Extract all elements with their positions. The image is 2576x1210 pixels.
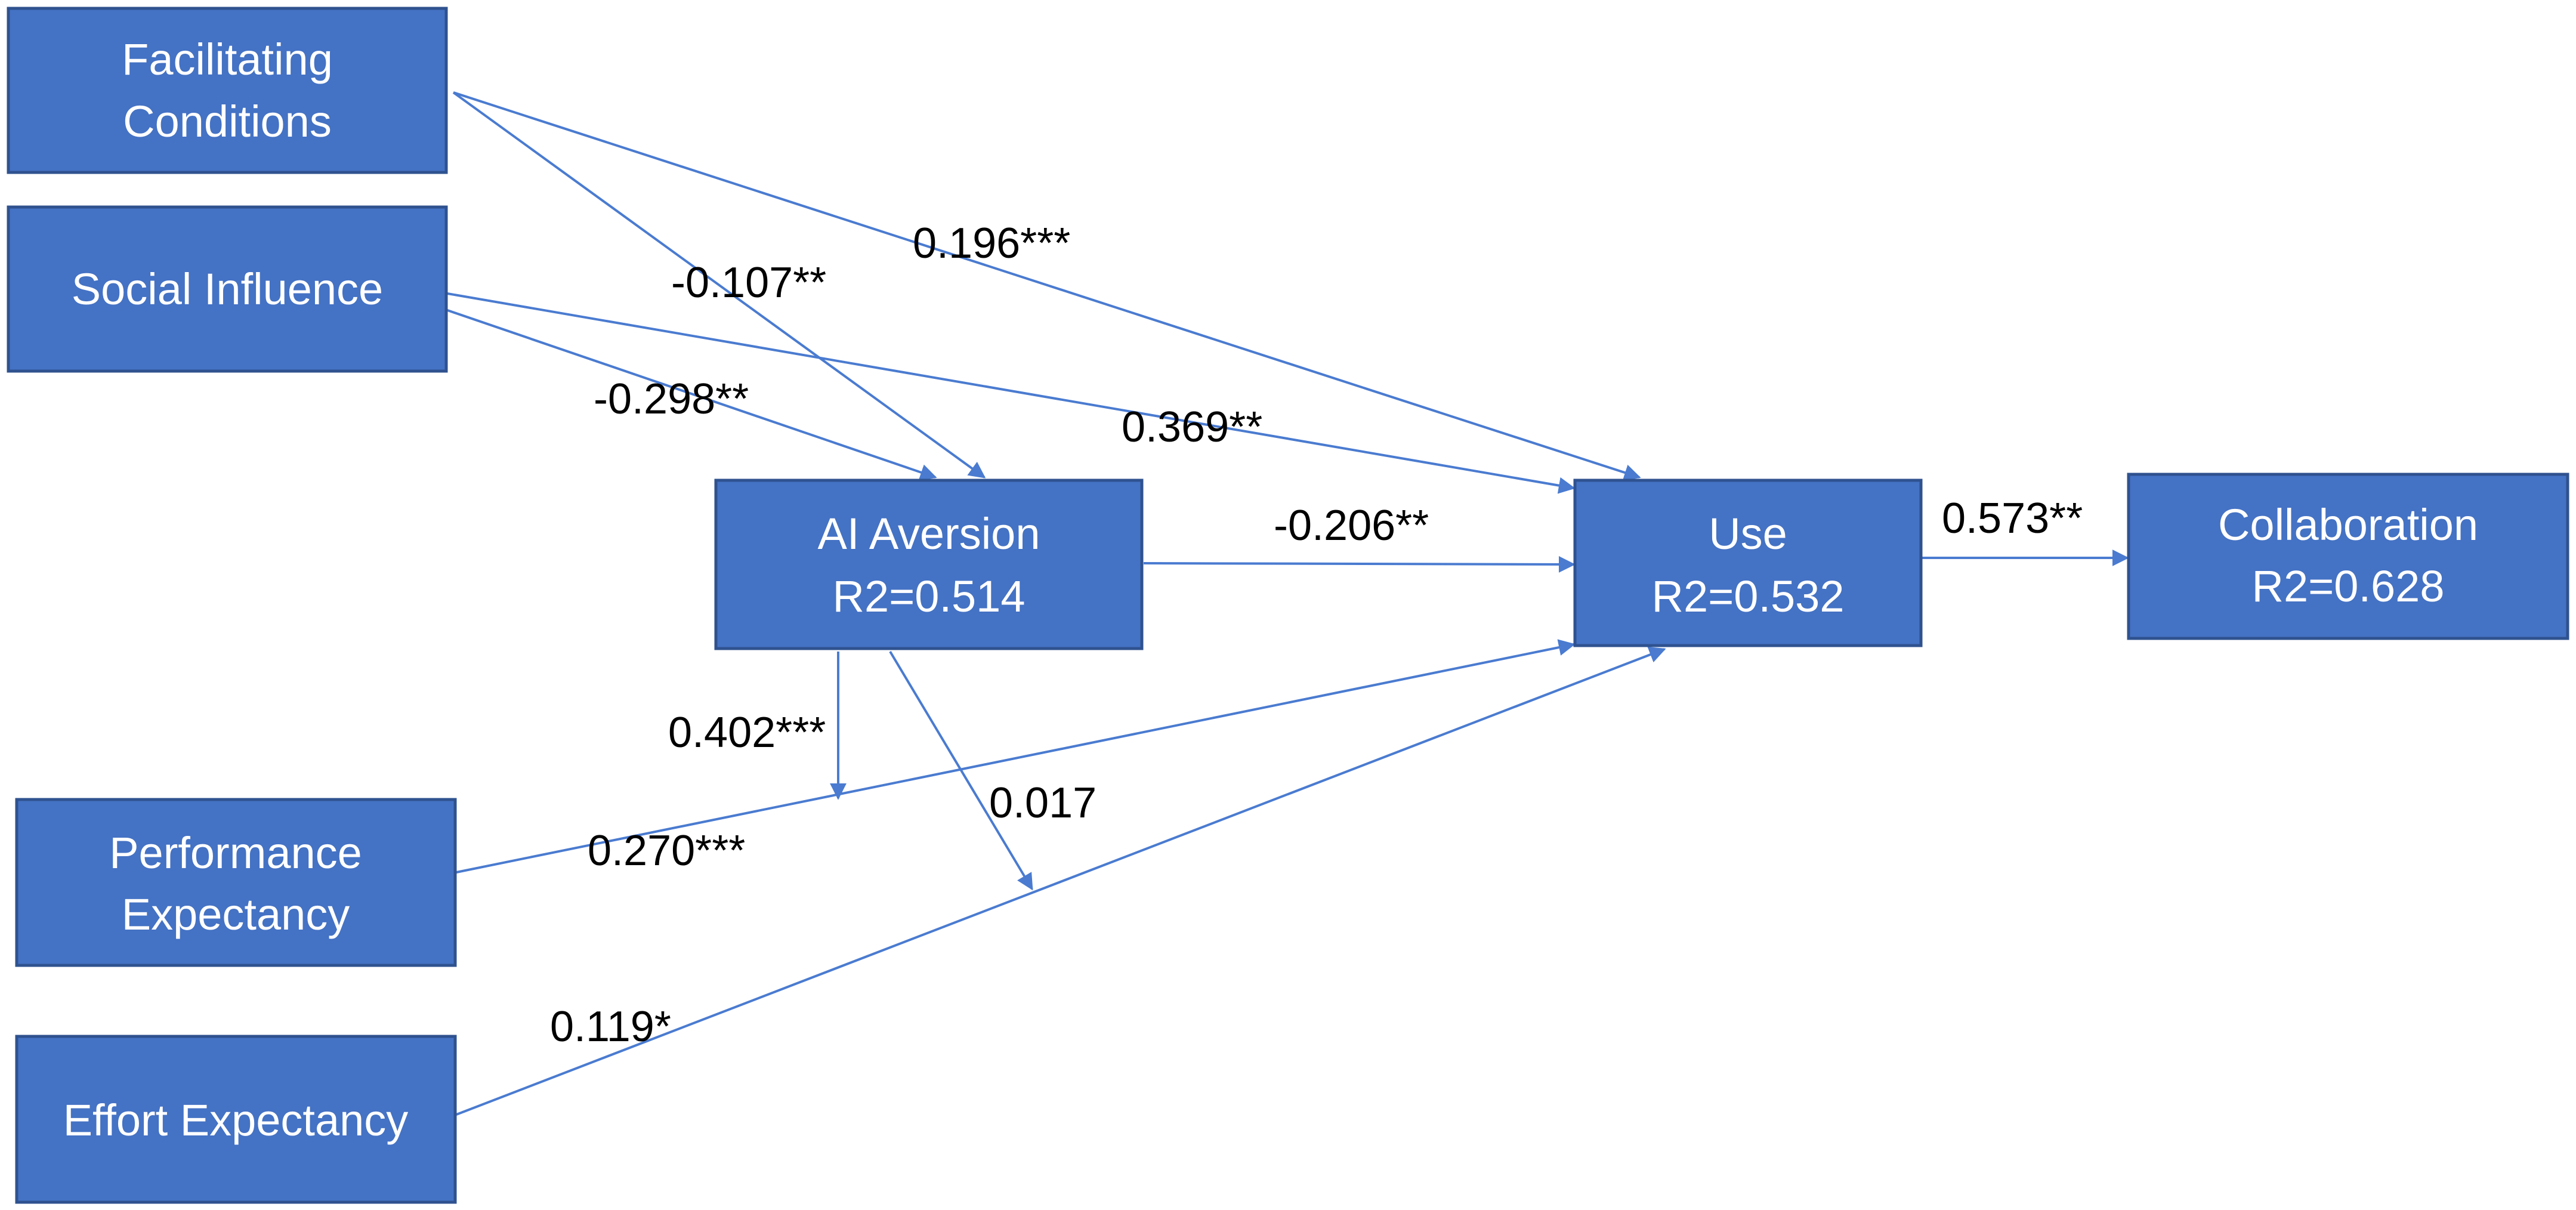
edge-pe-to-use xyxy=(456,639,1576,873)
edge-label-aiaversion-moderation-ee: 0.017 xyxy=(989,779,1097,827)
edge-ee-to-use xyxy=(456,646,1666,1116)
edge-label-use-collaboration: 0.573** xyxy=(1942,495,2083,542)
node-label-line: Social Influence xyxy=(72,264,383,314)
node-label-line: R2=0.628 xyxy=(2252,561,2445,611)
node-label-line: Use xyxy=(1709,509,1787,558)
node-effort-expectancy: Effort Expectancy xyxy=(15,1035,457,1204)
edge-fc-to-aiaversion xyxy=(452,91,986,479)
edge-label-aiaversion-use: -0.206** xyxy=(1274,502,1429,550)
edge-label-fc-aiaversion: -0.107** xyxy=(671,259,826,307)
edge-fc-to-use xyxy=(453,91,1641,481)
node-label-line: Expectancy xyxy=(122,890,350,939)
node-ai-aversion: AI Aversion R2=0.514 xyxy=(714,479,1144,650)
edge-label-aiaversion-moderation-pe: 0.402*** xyxy=(668,709,826,757)
edge-aiaversion-to-use xyxy=(1143,555,1576,573)
node-use: Use R2=0.532 xyxy=(1573,479,1923,647)
node-collaboration: Collaboration R2=0.628 xyxy=(2127,473,2569,640)
edge-label-ee-use: 0.119* xyxy=(550,1003,671,1051)
node-label-line: AI Aversion xyxy=(818,509,1040,558)
node-label-line: Conditions xyxy=(123,97,332,146)
edge-si-to-aiaversion xyxy=(447,309,937,481)
node-label-line: Effort Expectancy xyxy=(63,1095,409,1145)
edge-si-to-use xyxy=(447,292,1576,494)
edge-label-si-aiaversion: -0.298** xyxy=(594,375,749,423)
node-facilitating-conditions: Facilitating Conditions xyxy=(7,7,448,174)
edge-aiaversion-moderates-ee xyxy=(889,650,1033,891)
node-label-line: R2=0.514 xyxy=(833,572,1026,621)
node-social-influence: Social Influence xyxy=(7,205,448,373)
node-label-line: Collaboration xyxy=(2218,500,2478,550)
edge-label-pe-use: 0.270*** xyxy=(588,827,745,875)
node-label-line: Performance xyxy=(109,828,362,878)
node-label-line: R2=0.532 xyxy=(1652,572,1845,621)
node-performance-expectancy: Performance Expectancy xyxy=(15,798,457,967)
edge-label-fc-use: 0.196*** xyxy=(913,220,1070,267)
node-label-line: Facilitating xyxy=(122,35,333,84)
edge-label-si-use: 0.369** xyxy=(1122,403,1262,451)
